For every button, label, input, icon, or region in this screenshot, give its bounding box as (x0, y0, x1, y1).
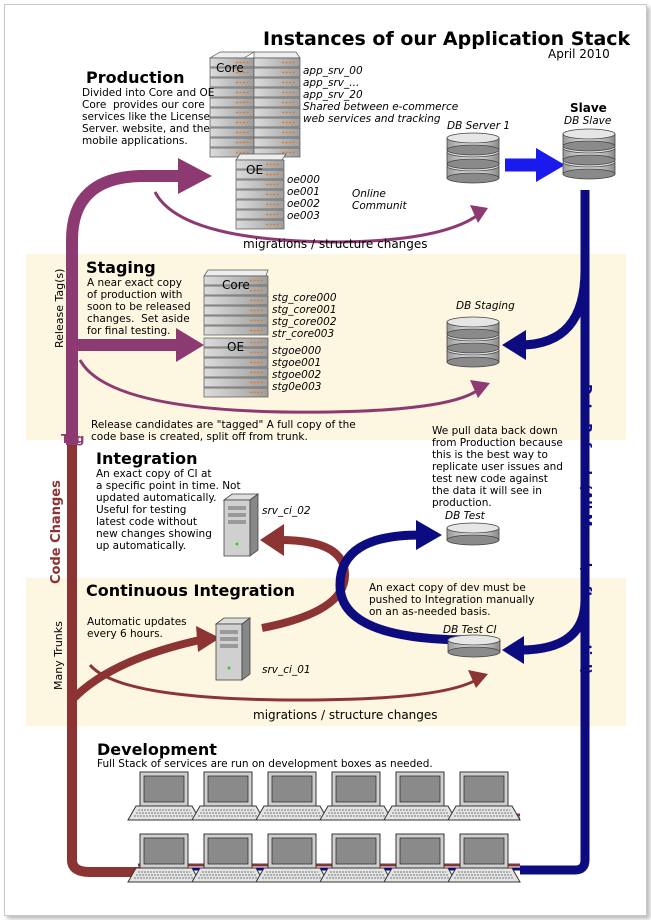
integration-heading: Integration (96, 449, 198, 468)
staging-core-rack-top (203, 269, 269, 277)
db-slave-icon (562, 128, 616, 180)
prod-oe-rack (235, 159, 285, 230)
production-description: Divided into Core and OE Core provides o… (82, 87, 215, 147)
production-migration-arrowhead (470, 205, 488, 223)
push-integration-note: An exact copy of dev must be pushed to I… (369, 582, 535, 618)
db-test-ci-label: DB Test CI (443, 624, 497, 636)
staging-core-label: Core (222, 278, 250, 292)
prod-core-rack-2 (253, 57, 301, 158)
dev-laptop-1 (127, 771, 201, 821)
prod-core-rack (209, 57, 255, 158)
slave-heading: Slave (570, 101, 607, 115)
staging-description: A near exact copy of production with soo… (87, 277, 191, 337)
production-migrations-label: migrations / structure changes (243, 237, 428, 251)
srv-ci-02-icon (222, 493, 260, 557)
db-staging-label: DB Staging (456, 300, 515, 312)
diagram-date: April 2010 (548, 47, 610, 61)
code-to-ci-flow (69, 636, 201, 703)
refresh-to-staging-arrowhead (502, 330, 526, 360)
dev-laptop-10 (319, 833, 393, 883)
production-oe-label: OE (246, 163, 264, 177)
development-heading: Development (97, 740, 217, 759)
staging-core-rack (203, 275, 269, 336)
server-icons (127, 51, 616, 883)
db-test-label: DB Test (445, 510, 485, 522)
ci-migration-arrowhead (468, 670, 488, 688)
production-oe-servers: oe000 oe001 oe002 oe003 (287, 174, 320, 222)
db-slave-label: DB Slave (564, 115, 612, 127)
db-test-ci-icon (447, 634, 501, 658)
refresh-to-staging-flow (519, 269, 590, 350)
production-core-label: Core (216, 61, 244, 75)
replication-arrowhead (536, 148, 565, 182)
tag-label: Tag (61, 432, 85, 446)
development-description: Full Stack of services are run on develo… (97, 758, 433, 770)
online-community-label: Online Communit (352, 188, 407, 212)
integration-description: An exact copy of CI at a specific point … (96, 468, 241, 552)
prod-core-rack2-top (253, 51, 301, 59)
prod-oe-rack-top (235, 153, 287, 161)
ci-to-test-arrowhead (416, 520, 442, 550)
pull-data-note: We pull data back down from Production b… (432, 425, 563, 509)
release-arrowhead-staging (176, 328, 204, 362)
ci-heading: Continuous Integration (86, 581, 296, 600)
ci-migrations-label: migrations / structure changes (253, 708, 438, 722)
staging-core-servers: stg_core000 stg_core001 stg_core002 str_… (272, 292, 337, 340)
dev-laptop-8 (191, 833, 265, 883)
prod-core-rack-top (208, 51, 256, 59)
dev-laptop-12 (447, 833, 521, 883)
dev-laptop-11 (383, 833, 457, 883)
code-changes-label: Code Changes (49, 480, 64, 584)
staging-migration-arrowhead (470, 380, 490, 398)
dev-laptop-2 (191, 771, 265, 821)
refresh-to-ci-flow (519, 599, 590, 655)
dev-laptop-5 (383, 771, 457, 821)
dev-laptop-4 (319, 771, 393, 821)
staging-oe-label: OE (227, 340, 245, 354)
srv-ci-01-label: srv_ci_01 (262, 664, 311, 676)
ci-to-integration-arrowhead (260, 524, 284, 556)
production-migration-line (153, 191, 479, 244)
ci-description: Automatic updates every 6 hours. (87, 616, 187, 640)
db-server-icon (446, 132, 500, 184)
refresh-to-ci-arrowhead (502, 636, 524, 664)
srv-ci-01-icon (214, 617, 252, 681)
db-test-icon (446, 522, 500, 546)
code-changes-trunk (67, 445, 140, 877)
data-refresh-trunk (520, 190, 590, 875)
db-staging-icon (446, 316, 500, 368)
release-tags-label: Release Tag(s) (53, 268, 66, 348)
release-candidates-note: Release candidates are "tagged" A full c… (91, 419, 356, 443)
srv-ci-02-label: srv_ci_02 (262, 505, 311, 517)
db-server-label: DB Server 1 (447, 120, 511, 132)
release-arrowhead-production (178, 158, 212, 194)
data-refresh-label: Data Refresh (All Manual, often partial) (578, 384, 593, 675)
dev-laptop-3 (255, 771, 329, 821)
staging-oe-rack (203, 337, 269, 398)
production-core-servers: app_srv_00 app_srv_... app_srv_20 Shared… (303, 65, 459, 125)
dev-laptop-7 (127, 833, 201, 883)
staging-migration-line (78, 359, 479, 414)
ci-to-test-flow (335, 530, 471, 645)
staging-heading: Staging (86, 258, 156, 277)
diagram-title: Instances of our Application Stack (263, 28, 631, 50)
release-flow-trunk (66, 170, 180, 445)
many-trunks-label: Many Trunks (52, 621, 65, 690)
ci-migration-line (88, 663, 477, 702)
dev-laptop-6 (447, 771, 521, 821)
dev-laptop-9 (255, 833, 329, 883)
code-to-ci-arrowhead (196, 626, 220, 652)
production-heading: Production (86, 68, 185, 87)
staging-oe-servers: stgoe000 stgoe001 stgoe002 stg0e003 (272, 345, 322, 393)
